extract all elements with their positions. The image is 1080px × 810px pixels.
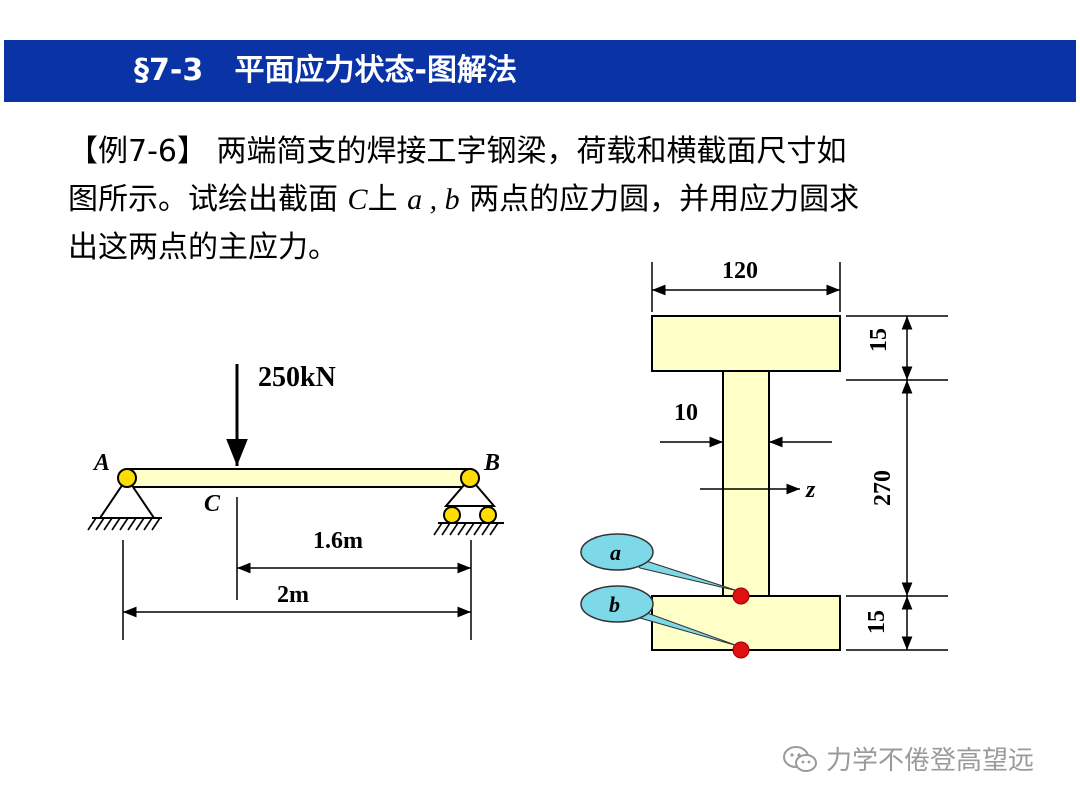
watermark-text: 力学不倦登高望远 <box>826 746 1035 776</box>
callout-a-bubble <box>580 533 654 571</box>
callout-b-bubble <box>580 585 654 623</box>
point-b-marker <box>732 641 750 659</box>
beam-member <box>126 468 472 488</box>
section-c-ref: C <box>347 183 368 216</box>
dim-cb-label: 1.6m <box>313 528 363 554</box>
callout-b-label: b <box>609 592 620 617</box>
point-b-ref: b <box>444 183 460 216</box>
callout-a-label: a <box>610 540 621 565</box>
watermark: 力学不倦登高望远 <box>782 740 1034 777</box>
title-bar: §7-3 平面应力状态-图解法 <box>4 40 1076 102</box>
joint-b <box>460 468 480 488</box>
dim-span-label: 2m <box>277 582 309 608</box>
z-axis-label: z <box>805 477 816 503</box>
roller-support-b <box>433 468 504 536</box>
joint-a <box>117 468 137 488</box>
top-flange <box>651 315 841 372</box>
section-c-label: C <box>204 491 221 517</box>
problem-line-2-part-3: 两点的应力圆，并用应力圆求 <box>459 182 860 217</box>
comma-sep: , <box>422 183 445 216</box>
support-b-label: B <box>483 450 500 476</box>
problem-line-2: 图所示。试绘出截面 C上 a , b 两点的应力圆，并用应力圆求 <box>68 176 1028 224</box>
cross-section-diagram: 120 15 270 15 10 z a b <box>580 258 948 659</box>
wechat-icon <box>783 745 817 772</box>
roller-wheel-right <box>479 506 497 524</box>
dim-web-thickness-label: 10 <box>674 400 698 426</box>
pin-support-a <box>87 468 162 531</box>
dim-bottom-flange-label: 15 <box>864 610 890 634</box>
bottom-flange <box>651 595 841 651</box>
problem-line-1: 【例7-6】 两端简支的焊接工字钢梁，荷载和横截面尺寸如 <box>68 134 847 169</box>
problem-line-3: 出这两点的主应力。 <box>68 230 338 265</box>
point-a-marker <box>732 587 750 605</box>
problem-statement: 【例7-6】 两端简支的焊接工字钢梁，荷载和横截面尺寸如 图所示。试绘出截面 C… <box>68 128 1028 272</box>
problem-line-2-part-2: 上 <box>367 182 408 217</box>
dim-flange-width-label: 120 <box>722 258 758 284</box>
support-a-label: A <box>92 450 110 476</box>
dim-web-height-label: 270 <box>870 470 896 506</box>
roller-wheel-left <box>443 506 461 524</box>
load-label: 250kN <box>258 362 336 393</box>
problem-line-2-part-1: 图所示。试绘出截面 <box>68 182 348 217</box>
web <box>722 370 770 597</box>
beam-diagram: 250kN A <box>87 362 504 640</box>
dim-top-flange-label: 15 <box>866 328 892 352</box>
point-a-ref: a <box>407 183 423 216</box>
page-title: §7-3 平面应力状态-图解法 <box>134 53 517 88</box>
